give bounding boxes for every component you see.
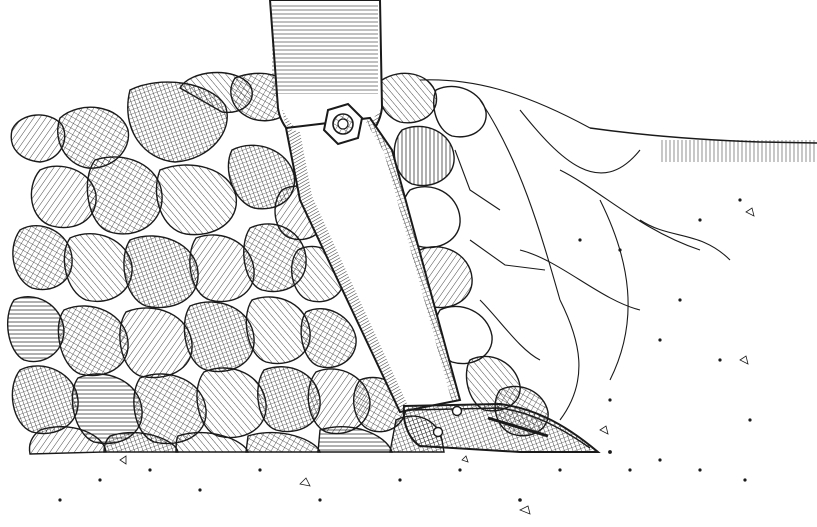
ground-surface xyxy=(590,128,817,162)
ripper-tip xyxy=(404,404,598,452)
broken-rock xyxy=(8,73,548,454)
